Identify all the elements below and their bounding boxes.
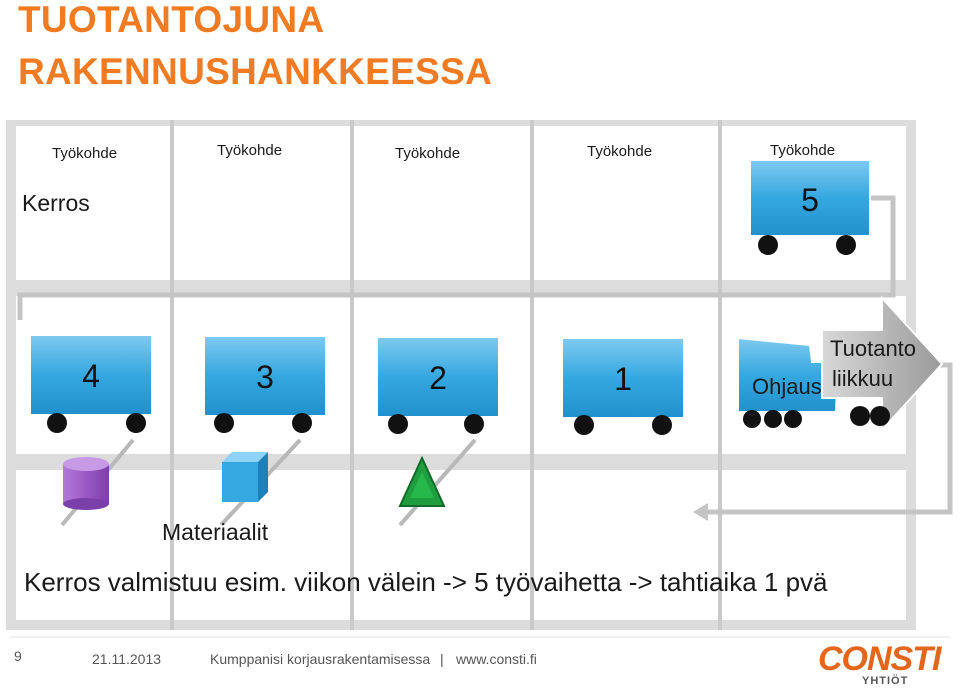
footer-date: 21.11.2013 (92, 651, 162, 667)
wheel (574, 415, 594, 435)
page-number: 9 (14, 648, 22, 664)
column-divider (530, 120, 534, 630)
wheel (836, 235, 856, 255)
footer-separator: | (440, 651, 444, 667)
wagon-2 (376, 336, 500, 434)
work-label-1: Työkohde (52, 145, 118, 162)
materials-label: Materiaalit (162, 519, 269, 545)
wagon-1-label: 1 (614, 361, 632, 397)
cylinder-bottom (63, 498, 109, 510)
wagon-3-body (203, 335, 327, 417)
wagon-4-body (29, 334, 153, 416)
work-label-4: Työkohde (587, 143, 653, 160)
wheel (214, 413, 234, 433)
column-divider (718, 120, 722, 630)
wheel (388, 414, 408, 434)
wheel (47, 413, 67, 433)
wagon-5 (749, 159, 871, 255)
column-divider (350, 120, 354, 630)
column-divider (170, 120, 174, 630)
work-label-3: Työkohde (395, 145, 461, 162)
wagon-4 (29, 334, 153, 433)
control-label: Ohjaus (752, 374, 822, 399)
wagon-4-label: 4 (82, 358, 100, 394)
footer-event: Kumppanisi korjausrakentamisessa (210, 651, 431, 667)
locomotive (737, 336, 840, 428)
cylinder-top (63, 457, 109, 471)
wheel (764, 410, 782, 428)
pyramid-face (410, 472, 434, 498)
consti-logo-sub: YHTIÖT (862, 675, 909, 687)
wagon-3 (203, 335, 327, 433)
production-arrow-line-2: liikkuu (832, 366, 894, 391)
material-cylinder (63, 457, 109, 510)
cube-front (222, 462, 258, 502)
wagon-1-body (561, 337, 685, 419)
wagon-1 (561, 337, 685, 435)
consti-logo: CONSTI (818, 640, 941, 678)
production-arrow-shape (821, 295, 944, 433)
wheel (850, 406, 870, 426)
wagon-5-label: 5 (801, 182, 819, 218)
cube-top (222, 452, 268, 462)
flow-arrowhead (693, 503, 708, 521)
floor-label: Kerros (22, 190, 90, 216)
wheel (870, 406, 890, 426)
wagon-2-label: 2 (429, 360, 447, 396)
material-cube (222, 452, 268, 502)
footer-url[interactable]: www.consti.fi (456, 651, 537, 667)
lane-materials (16, 470, 906, 620)
work-label-5: Työkohde (770, 142, 836, 159)
wheel (784, 410, 802, 428)
production-arrow-line-1: Tuotanto (830, 336, 917, 361)
wagon-5-body (749, 159, 871, 237)
work-label-2: Työkohde (217, 142, 283, 159)
wagon-3-label: 3 (256, 359, 274, 395)
production-arrow (821, 295, 944, 433)
summary-text: Kerros valmistuu esim. viikon välein -> … (24, 567, 828, 597)
title-line-1: TUOTANTOJUNA (18, 0, 325, 40)
cube-side (258, 452, 268, 502)
wheel (464, 414, 484, 434)
wheel (758, 235, 778, 255)
feed-line (398, 438, 477, 527)
flow-line-top (17, 195, 896, 320)
wheel (743, 410, 761, 428)
material-pyramid (398, 455, 446, 507)
title-line-2: RAKENNUSHANKKEESSA (18, 51, 493, 92)
wheel (126, 413, 146, 433)
wagon-2-body (376, 336, 500, 418)
wheel (652, 415, 672, 435)
wheel (292, 413, 312, 433)
